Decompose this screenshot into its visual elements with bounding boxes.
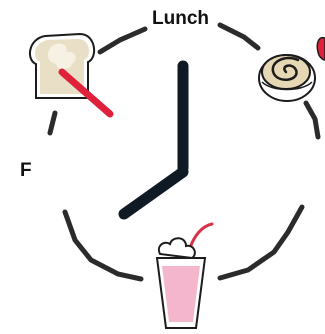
dial-segment-left bbox=[47, 110, 58, 136]
dial-segment-bottom-right bbox=[217, 204, 305, 281]
toast-with-jam-icon bbox=[28, 32, 114, 118]
dial-segment-bottom-left bbox=[62, 209, 144, 282]
clock-dial bbox=[47, 22, 321, 282]
cinnamon-roll-icon bbox=[258, 54, 316, 102]
milkshake-icon bbox=[155, 222, 214, 329]
dial-segment-top-left bbox=[97, 26, 148, 55]
partial-label-left: F bbox=[20, 160, 32, 181]
hour-hand bbox=[118, 166, 189, 220]
dial-segment-right bbox=[303, 100, 321, 140]
lunch-label: Lunch bbox=[152, 8, 209, 29]
apple-icon bbox=[316, 36, 325, 61]
clock-hands bbox=[118, 60, 189, 220]
dial-segment-top-right bbox=[217, 22, 261, 51]
